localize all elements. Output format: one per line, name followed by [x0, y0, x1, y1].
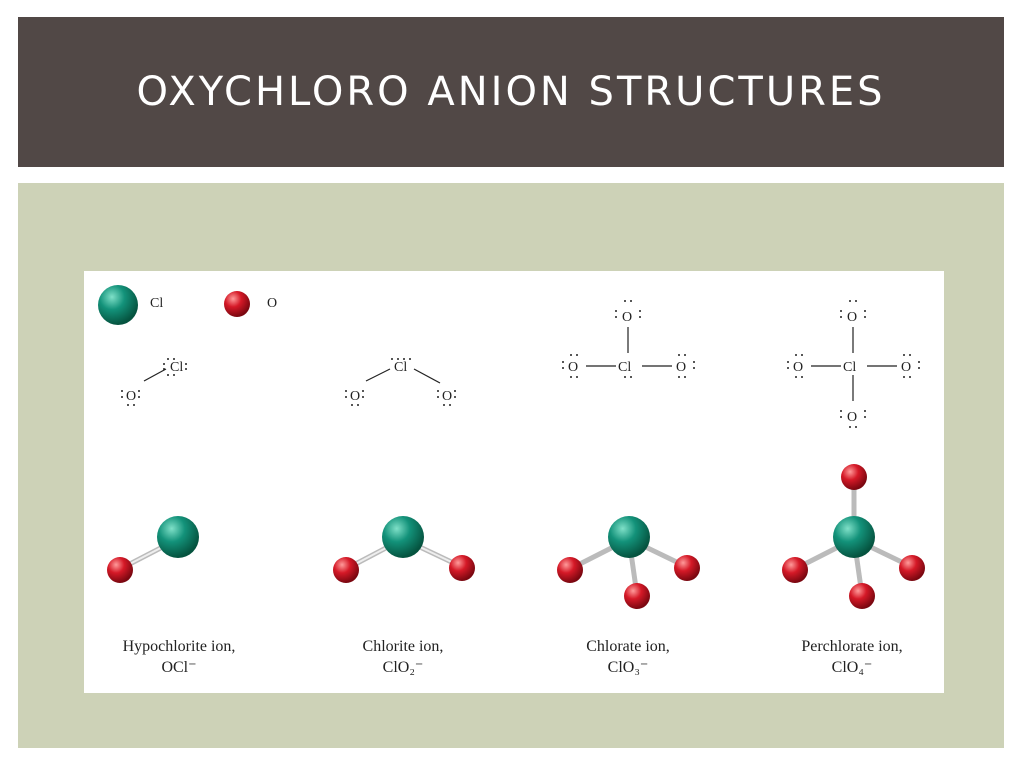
lewis-chlorate: O Cl O O	[568, 310, 686, 375]
caption-chlorite: Chlorite ion, ClO₂⁻	[308, 636, 498, 678]
lewis-chlorite: Cl O O	[350, 360, 452, 404]
oxygen-ball	[841, 464, 867, 490]
chlorine-ball	[157, 516, 199, 558]
lewis-o-atom: O	[901, 360, 911, 375]
ion-name: Hypochlorite ion,	[122, 638, 236, 655]
lewis-cl-atom: Cl	[618, 360, 631, 375]
model-hypochlorite	[107, 516, 199, 583]
caption-chlorate: Chlorate ion, ClO₃⁻	[533, 636, 723, 678]
lewis-o-atom: O	[442, 389, 452, 404]
oxygen-ball	[557, 557, 583, 583]
slide-title: OXYCHLORO ANION STRUCTURES	[136, 69, 886, 115]
lewis-o-atom: O	[793, 360, 803, 375]
ion-formula: ClO₂⁻	[382, 659, 424, 676]
oxygen-ball	[107, 557, 133, 583]
chlorine-ball	[608, 516, 650, 558]
legend-chlorine-ball	[98, 285, 138, 325]
ion-name: Chlorate ion,	[586, 638, 670, 655]
ion-formula: ClO₃⁻	[607, 659, 649, 676]
oxygen-ball	[899, 555, 925, 581]
legend-chlorine-label: Cl	[150, 296, 164, 311]
lone-pair-dots	[121, 300, 920, 428]
caption-perchlorate: Perchlorate ion, ClO₄⁻	[757, 636, 947, 678]
lewis-o-atom: O	[847, 310, 857, 325]
lewis-o-atom: O	[126, 389, 136, 404]
lewis-o-atom: O	[568, 360, 578, 375]
oxygen-ball	[782, 557, 808, 583]
lewis-cl-atom: Cl	[843, 360, 856, 375]
oxygen-ball	[674, 555, 700, 581]
model-chlorite	[333, 516, 475, 583]
legend-oxygen-ball	[224, 291, 250, 317]
lewis-cl-atom: Cl	[394, 360, 407, 375]
ion-structures-diagram: Cl O Cl O O O Cl O O O Cl	[98, 285, 925, 609]
oxygen-ball	[449, 555, 475, 581]
ion-formula: ClO₄⁻	[831, 659, 873, 676]
oxygen-ball	[849, 583, 875, 609]
oxygen-ball	[624, 583, 650, 609]
title-bar: OXYCHLORO ANION STRUCTURES	[18, 17, 1004, 167]
oxygen-ball	[333, 557, 359, 583]
model-perchlorate	[782, 464, 925, 609]
chlorine-ball	[833, 516, 875, 558]
ion-formula: OCl⁻	[161, 659, 197, 676]
ion-name: Perchlorate ion,	[801, 638, 903, 655]
lewis-cl-atom: Cl	[170, 360, 183, 375]
legend-oxygen-label: O	[267, 296, 278, 311]
lewis-o-atom: O	[847, 410, 857, 425]
ion-name: Chlorite ion,	[362, 638, 444, 655]
caption-hypochlorite: Hypochlorite ion, OCl⁻	[84, 636, 274, 678]
ion-figure: Cl O Cl O O O Cl O O O Cl	[84, 271, 944, 693]
lewis-hypochlorite: Cl O	[126, 360, 183, 404]
lewis-o-atom: O	[622, 310, 632, 325]
chlorine-ball	[382, 516, 424, 558]
lewis-perchlorate: O Cl O O O	[793, 310, 911, 425]
lewis-o-atom: O	[676, 360, 686, 375]
model-chlorate	[557, 516, 700, 609]
lewis-o-atom: O	[350, 389, 360, 404]
